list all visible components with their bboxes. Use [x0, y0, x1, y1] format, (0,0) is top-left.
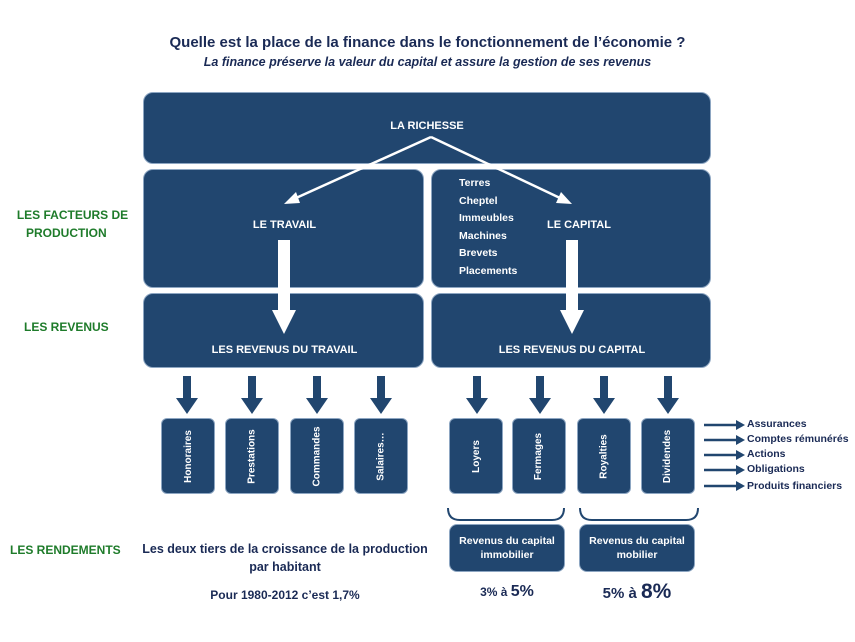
growth-text: Les deux tiers de la croissance de la pr…	[130, 540, 440, 576]
revenu-type-box: Loyers	[449, 418, 503, 494]
revenu-type-box: Salaires…	[354, 418, 408, 494]
rate-sep: à	[497, 585, 511, 599]
revenu-mobilier-line: mobilier	[616, 549, 658, 561]
dividend-output-item: Comptes rémunérés	[747, 433, 849, 445]
capital-item: Placements	[459, 264, 518, 277]
revenu-type-box: Dividendes	[641, 418, 695, 494]
rate-high: 8%	[641, 580, 672, 603]
rate-low: 3%	[480, 585, 498, 599]
page-title: Quelle est la place de la finance dans l…	[169, 34, 686, 51]
capital-item: Machines	[459, 229, 507, 242]
down-arrow-icon	[176, 376, 198, 414]
revenu-immobilier-box: Revenus du capital immobilier	[449, 524, 565, 572]
revenu-type-box: Royalties	[577, 418, 631, 494]
dividend-output-arrows	[704, 420, 745, 491]
capital-item: Terres	[459, 177, 491, 189]
revenu-mobilier-box: Revenus du capital mobilier	[579, 524, 695, 572]
dividend-output-item: Assurances	[747, 418, 807, 430]
down-arrow-icon	[529, 376, 551, 414]
revenu-type-label: Loyers	[470, 439, 482, 473]
label-rendements: LES RENDEMENTS	[10, 543, 121, 557]
revenu-type-label: Commandes	[311, 425, 323, 487]
capital-box: Terres Cheptel Immeubles Machines Brevet…	[431, 169, 711, 288]
growth-line: par habitant	[249, 560, 321, 574]
revenus-capital-label: LES REVENUS DU CAPITAL	[498, 344, 646, 356]
down-arrow-icon	[593, 376, 615, 414]
revenu-mobilier-line: Revenus du capital	[589, 535, 685, 547]
revenu-type-label: Dividendes	[662, 429, 674, 483]
label-facteurs-production: LES FACTEURS DE PRODUCTION	[10, 206, 135, 242]
revenu-type-box: Honoraires	[161, 418, 215, 494]
capital-item: Immeubles	[459, 212, 514, 225]
revenu-type-label: Salaires…	[375, 431, 387, 481]
rate-immobilier: 3% à 5%	[449, 583, 565, 601]
revenu-type-label: Fermages	[533, 432, 545, 480]
revenu-type-box: Commandes	[290, 418, 344, 494]
capital-items-list: Terres Cheptel Immeubles Machines Brevet…	[459, 175, 517, 281]
richesse-to-travail-arrow	[284, 135, 432, 204]
label-line: PRODUCTION	[26, 226, 107, 240]
capital-item: Brevets	[459, 247, 498, 260]
page-subtitle: La finance préserve la valeur du capital…	[203, 55, 652, 69]
revenu-immobilier-line: immobilier	[480, 549, 534, 561]
down-arrow-icon	[306, 376, 328, 414]
growth-period: Pour 1980-2012 c’est 1,7%	[210, 588, 360, 602]
dividend-output-item: Produits financiers	[747, 480, 843, 492]
label-revenus: LES REVENUS	[24, 320, 109, 334]
revenu-immobilier-line: Revenus du capital	[459, 535, 555, 547]
revenu-type-label: Honoraires	[182, 429, 194, 483]
revenu-type-box: Fermages	[512, 418, 566, 494]
growth-line: Les deux tiers de la croissance de la pr…	[142, 542, 428, 556]
travail-down-arrow	[272, 240, 296, 334]
revenu-type-label: Prestations	[246, 428, 258, 484]
revenus-travail-label: LES REVENUS DU TRAVAIL	[211, 344, 358, 356]
rate-sep: à	[624, 585, 641, 602]
down-arrow-icon	[466, 376, 488, 414]
bracket-lines	[447, 507, 699, 521]
revenu-type-label: Royalties	[598, 433, 610, 479]
richesse-to-capital-arrow	[430, 135, 572, 204]
capital-item: Cheptel	[459, 194, 498, 207]
dividend-output-item: Obligations	[747, 463, 805, 475]
capital-down-arrow	[560, 240, 584, 334]
label-line: LES FACTEURS DE	[16, 208, 129, 222]
rate-mobilier: 5% à 8%	[579, 580, 695, 604]
dividend-output-item: Actions	[747, 448, 786, 460]
richesse-box: LA RICHESSE	[143, 92, 711, 164]
down-arrow-icon	[370, 376, 392, 414]
richesse-label: LA RICHESSE	[390, 120, 464, 132]
capital-label: LE CAPITAL	[547, 219, 611, 231]
down-arrow-icon	[657, 376, 679, 414]
down-arrow-icon	[241, 376, 263, 414]
revenu-type-box: Prestations	[225, 418, 279, 494]
rate-low: 5%	[602, 585, 625, 602]
rate-high: 5%	[510, 583, 534, 600]
travail-label: LE TRAVAIL	[252, 219, 317, 231]
